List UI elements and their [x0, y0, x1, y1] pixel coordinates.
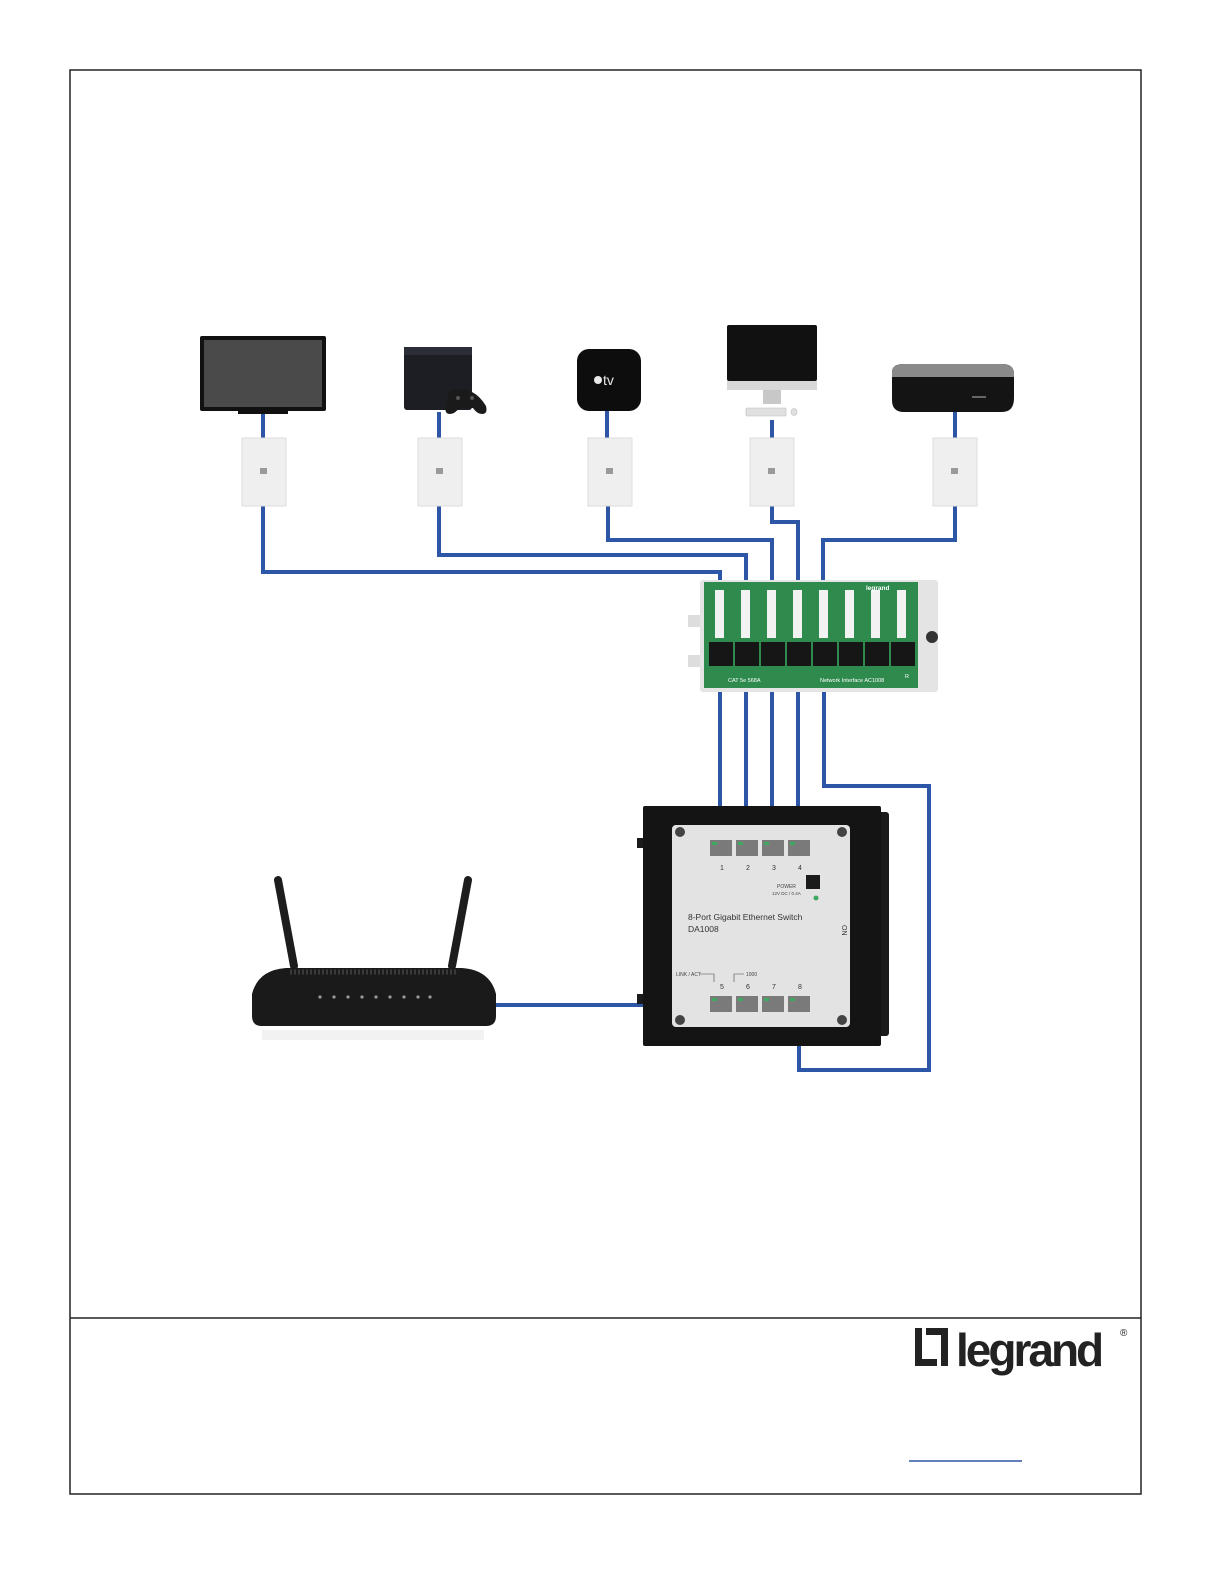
ethernet-wall-jack-icon — [933, 438, 977, 506]
switch-model: DA1008 — [688, 924, 719, 934]
legrand-logo: legrand ® — [915, 1324, 1128, 1376]
cable-tv-to-panel — [263, 506, 720, 598]
ethernet-switch-icon: 1 2 3 4 5 6 7 8 POWER 12V DC / 0.4A 8-Po… — [637, 806, 889, 1046]
switch-link-label: LINK / ACT — [676, 972, 701, 978]
switch-title: 8-Port Gigabit Ethernet Switch — [688, 912, 803, 922]
television-icon — [200, 336, 326, 414]
switch-port-number: 7 — [772, 984, 776, 991]
switch-speed-label: 1000 — [746, 972, 757, 978]
switch-power-spec: 12V DC / 0.4A — [772, 891, 801, 896]
switch-port-number: 5 — [720, 984, 724, 991]
wireless-router-icon — [252, 880, 496, 1040]
power-led-icon — [814, 896, 819, 901]
switch-port-number: 3 — [772, 865, 776, 872]
switch-port-number: 6 — [746, 984, 750, 991]
power-jack-icon — [806, 875, 820, 889]
switch-port-number: 8 — [798, 984, 802, 991]
network-interface-module-icon: legrand CAT 5e 568A Network Interface AC… — [688, 580, 938, 692]
cable-console-to-panel — [439, 506, 746, 598]
wall-plates — [242, 438, 977, 506]
apple-tv-icon: tv — [577, 349, 641, 411]
legrand-logo-mark — [915, 1328, 948, 1366]
ethernet-wall-jack-icon — [588, 438, 632, 506]
registered-mark: ® — [1120, 1328, 1128, 1339]
game-console-icon — [404, 347, 487, 414]
switch-port-number: 4 — [798, 865, 802, 872]
switch-port-number: 1 — [720, 865, 724, 872]
media-player-icon — [892, 364, 1014, 412]
panel-label-right: R — [905, 674, 909, 680]
switch-power-label: POWER — [777, 884, 796, 890]
panel-label-model: Network Interface AC1008 — [820, 678, 884, 684]
desktop-computer-icon — [727, 325, 817, 416]
legrand-logo-text: legrand — [956, 1324, 1102, 1376]
ethernet-wall-jack-icon — [418, 438, 462, 506]
switch-side-label: ON — [840, 925, 847, 936]
ethernet-wall-jack-icon — [242, 438, 286, 506]
panel-label-cable: CAT 5e 568A — [728, 678, 761, 684]
ethernet-wall-jack-icon — [750, 438, 794, 506]
page-border — [70, 70, 1141, 1494]
switch-port-number: 2 — [746, 865, 750, 872]
apple-tv-label: tv — [603, 372, 614, 388]
panel-brand: legrand — [866, 585, 890, 592]
